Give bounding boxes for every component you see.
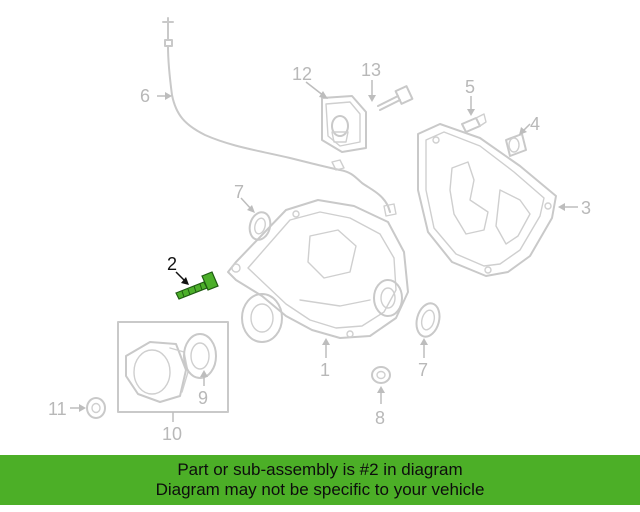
callout-7-left[interactable]: 7 [234,182,244,202]
banner-line-disclaimer: Diagram may not be specific to your vehi… [155,480,485,499]
callout-5[interactable]: 5 [465,77,475,97]
part-11-nut[interactable] [86,397,106,419]
callout-6[interactable]: 6 [140,86,150,106]
callout-labels: 6 12 13 5 4 3 7 2 1 7 8 9 10 11 [48,60,591,444]
part-10-carrier-assembly[interactable] [117,321,229,413]
part-2-bolt-highlighted[interactable] [175,271,219,300]
part-6-wire-harness[interactable] [162,17,397,217]
exploded-parts-diagram: 6 12 13 5 4 3 7 2 1 7 8 9 10 11 [48,17,591,444]
part-5-vent[interactable] [461,113,487,133]
callout-8[interactable]: 8 [375,408,385,428]
callout-13[interactable]: 13 [361,60,381,80]
callout-9[interactable]: 9 [198,388,208,408]
part-8-seal[interactable] [371,366,391,384]
callout-2[interactable]: 2 [167,254,177,274]
callout-11[interactable]: 11 [48,399,67,419]
banner-line-part-number: Part or sub-assembly is #2 in diagram [177,460,463,479]
part-12-flange[interactable] [321,95,367,153]
callout-12[interactable]: 12 [292,64,312,84]
callout-3[interactable]: 3 [581,198,591,218]
part-13-bolt[interactable] [377,85,414,111]
part-1-differential-housing[interactable] [227,199,409,343]
part-7-seal-right[interactable] [413,301,443,340]
part-3-cover[interactable] [417,123,557,277]
info-banner: Part or sub-assembly is #2 in diagram Di… [0,455,640,505]
callout-7-right[interactable]: 7 [418,360,428,380]
part-4-plug[interactable] [505,133,527,157]
callout-1[interactable]: 1 [320,360,330,380]
callout-4[interactable]: 4 [530,114,540,134]
callout-10[interactable]: 10 [162,424,182,444]
leader-lines [70,80,578,422]
